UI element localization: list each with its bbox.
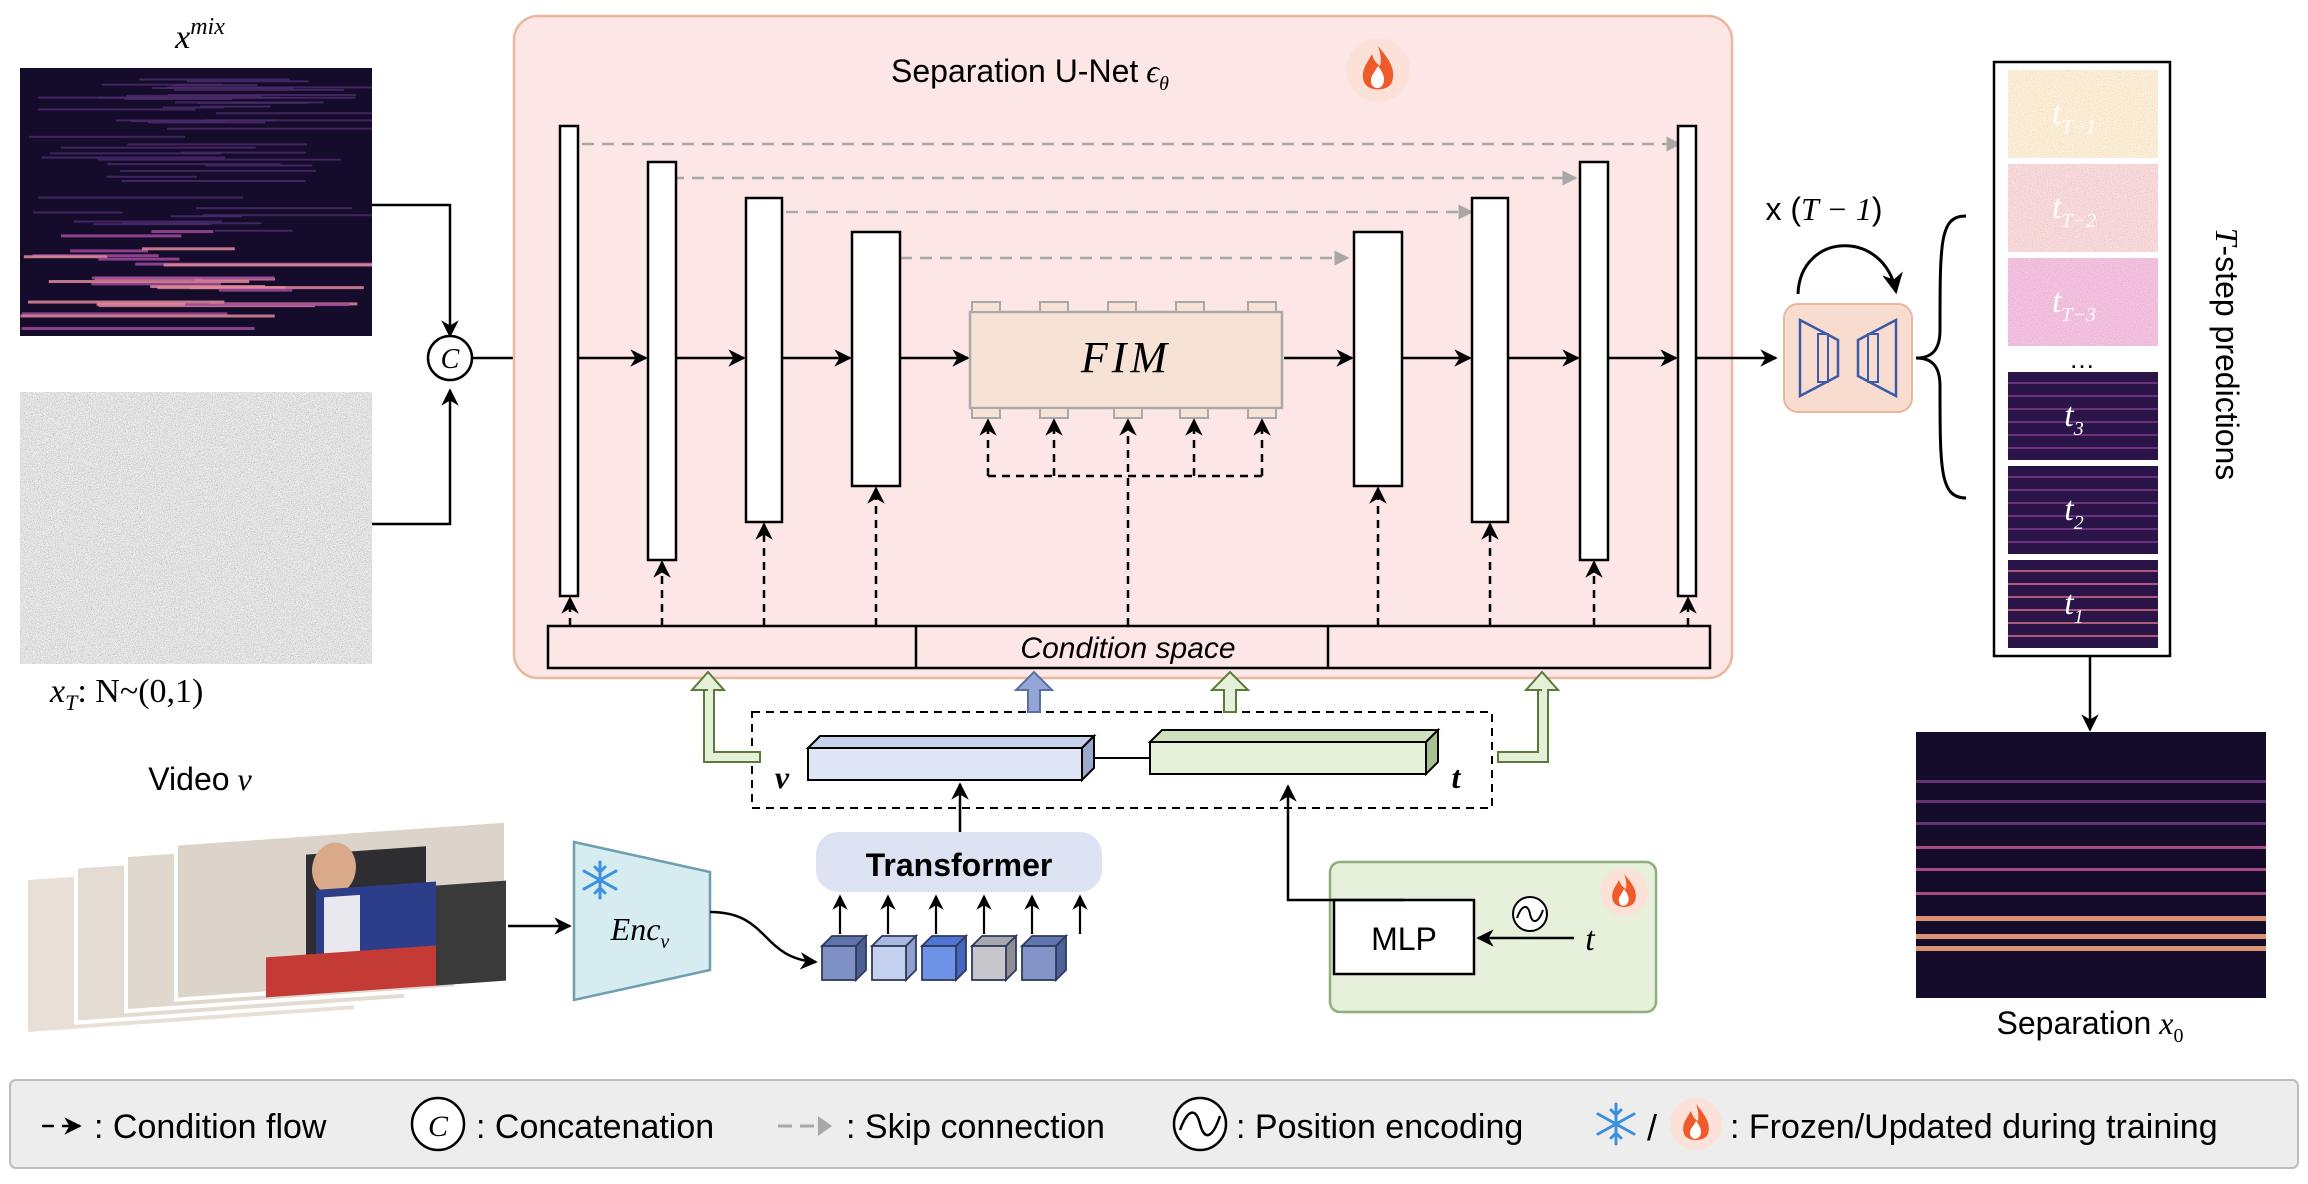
legend: : Condition flow C : Concatenation : Ski… [9, 1079, 2299, 1169]
condition-space-bar: Condition space [546, 624, 1712, 670]
separation-spectrogram [1916, 732, 2266, 998]
flame-icon [1346, 38, 1410, 102]
legend-condition-flow: : Condition flow [94, 1108, 327, 1146]
predictions-stack: tT−1 tT−2 tT−3 … t3 t2 t1 T-step predictions [1992, 60, 2245, 732]
noise-label: xT: N~(0,1) [49, 673, 203, 715]
decoder-block-4 [1352, 230, 1404, 488]
transformer-label: Transformer [866, 847, 1053, 883]
encoder-block-4 [850, 230, 902, 488]
condition-inputs: v t [689, 670, 1561, 809]
noise-image [20, 392, 372, 664]
mlp-panel: MLP t [1279, 784, 1658, 1014]
mix-label: xmix [174, 14, 225, 56]
svg-text:C: C [428, 1110, 449, 1143]
condition-flows [561, 418, 1697, 626]
noise-input-group: xT: N~(0,1) [20, 392, 372, 715]
position-encoding-legend-icon [1172, 1096, 1228, 1152]
decoder-block-1 [1676, 124, 1698, 598]
legend-frozen-updated: : Frozen/Updated during training [1730, 1108, 2218, 1146]
mlp-label: MLP [1371, 921, 1437, 957]
prediction-step: t2 [2008, 466, 2158, 554]
svg-text:t2: t2 [2064, 491, 2083, 534]
t-embedding-bar [1147, 727, 1441, 777]
unet-blocks [558, 124, 1698, 598]
position-encoding-icon [1512, 896, 1548, 932]
encoder-block-3 [744, 196, 784, 524]
svg-text:/: / [1647, 1107, 1657, 1148]
encoder-block-1 [558, 124, 580, 598]
prediction-step: tT−2 [2008, 164, 2158, 252]
v-symbol: v [775, 759, 790, 795]
snowflake-icon [1596, 1102, 1636, 1146]
mlp-block [1332, 898, 1476, 976]
prediction-step: tT−3 [2008, 258, 2158, 346]
concat-node: C [372, 203, 558, 526]
prediction-step: … [2069, 344, 2095, 374]
decoder-block-2 [1578, 160, 1610, 562]
transformer-block [816, 832, 1102, 892]
v-embedding-bar [805, 733, 1097, 783]
repeat-label: x (T − 1) [1765, 191, 1882, 227]
legend-skip-connection: : Skip connection [846, 1108, 1105, 1146]
token-cubes [819, 933, 1069, 983]
condition-space-label: Condition space [1020, 632, 1235, 665]
svg-text:tT−3: tT−3 [2052, 283, 2096, 326]
encoder-block-2 [646, 160, 678, 562]
transformer-group: Transformer [816, 782, 1102, 983]
legend-position-encoding: : Position encoding [1236, 1108, 1523, 1146]
fim-label: FIM [1080, 333, 1171, 382]
video-encoder: Encv [572, 840, 712, 1002]
predictions-label: T-step predictions [2209, 228, 2245, 481]
svg-text:C: C [441, 344, 460, 375]
svg-text:t1: t1 [2064, 585, 2083, 628]
prediction-step: t1 [2008, 560, 2158, 648]
svg-text:t3: t3 [2064, 397, 2083, 440]
mix-spectrogram [20, 68, 372, 336]
mini-unet-icon [1783, 303, 1913, 413]
fim-block: FIM [968, 301, 1284, 419]
t-symbol: t [1452, 759, 1462, 795]
svg-text:tT−2: tT−2 [2052, 189, 2096, 232]
decoder-block-3 [1470, 196, 1510, 524]
concat-legend-icon [410, 1096, 466, 1152]
encoder-label: Encv [610, 911, 670, 953]
sampler-group: x (T − 1) [1765, 191, 1967, 500]
time-input-symbol: t [1585, 921, 1596, 958]
svg-text:tT−1: tT−1 [2052, 95, 2096, 138]
prediction-step: t3 [2008, 372, 2158, 460]
video-frames [24, 818, 508, 1037]
snowflake-icon [582, 860, 618, 900]
legend-concatenation: : Concatenation [476, 1108, 714, 1146]
svg-text:…: … [2069, 344, 2095, 374]
prediction-step: tT−1 [2008, 70, 2158, 158]
mix-input-group: xmix [20, 14, 372, 336]
flame-icon [1670, 1098, 1722, 1150]
flame-icon [1600, 868, 1648, 916]
skip-connections [582, 136, 1682, 266]
